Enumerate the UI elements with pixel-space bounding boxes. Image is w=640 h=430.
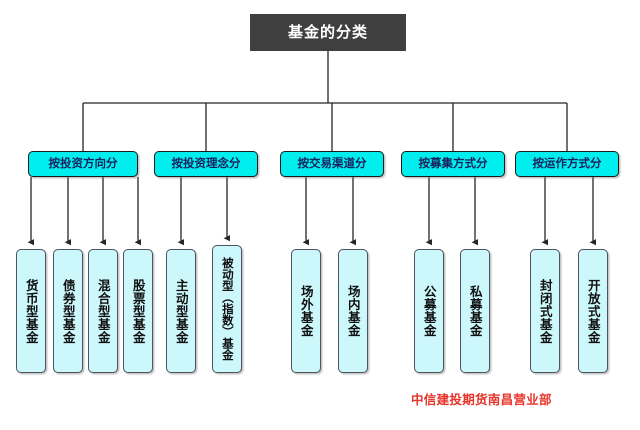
- leaf-node-2-1[interactable]: 场内基金: [338, 249, 368, 373]
- leaf-node-2-0[interactable]: 场外基金: [291, 249, 321, 373]
- category-node-2[interactable]: 按交易渠道分: [280, 151, 384, 177]
- leaf-node-label: 公募基金: [421, 285, 437, 337]
- category-node-label: 按运作方式分: [532, 156, 602, 171]
- leaf-node-1-0[interactable]: 主动型基金: [166, 249, 196, 373]
- leaf-node-0-2[interactable]: 混合型基金: [88, 249, 118, 373]
- leaf-node-label: 债券型基金: [60, 278, 76, 344]
- leaf-node-label: 混合型基金: [95, 278, 111, 344]
- category-node-label: 按交易渠道分: [297, 156, 367, 171]
- leaf-node-1-1[interactable]: 被动型（指数）基金: [212, 245, 242, 373]
- leaf-node-0-0[interactable]: 货币型基金: [16, 249, 46, 373]
- leaf-node-label: 开放式基金: [585, 278, 601, 344]
- leaf-node-label: 股票型基金: [130, 278, 146, 344]
- category-node-4[interactable]: 按运作方式分: [515, 151, 619, 177]
- category-node-label: 按募集方式分: [418, 156, 488, 171]
- watermark-text: 中信建投期货南昌营业部: [411, 392, 552, 407]
- leaf-node-4-1[interactable]: 开放式基金: [578, 249, 608, 373]
- root-node-label: 基金的分类: [287, 23, 368, 41]
- leaf-node-0-3[interactable]: 股票型基金: [123, 249, 153, 373]
- leaf-node-3-1[interactable]: 私募基金: [460, 249, 490, 373]
- leaf-node-label: 封闭式基金: [537, 278, 553, 344]
- leaf-node-0-1[interactable]: 债券型基金: [53, 249, 83, 373]
- leaf-node-label: 场内基金: [345, 285, 361, 337]
- category-node-0[interactable]: 按投资方向分: [28, 151, 138, 177]
- category-node-1[interactable]: 按投资理念分: [154, 151, 258, 177]
- leaf-node-label: 场外基金: [298, 285, 314, 337]
- category-node-label: 按投资理念分: [171, 156, 241, 171]
- root-node: 基金的分类: [250, 14, 406, 51]
- category-node-label: 按投资方向分: [48, 156, 118, 171]
- leaf-node-label: 私募基金: [467, 285, 483, 337]
- leaf-node-label: 货币型基金: [23, 278, 39, 344]
- leaf-node-label: 被动型（指数）基金: [220, 257, 235, 361]
- leaf-node-4-0[interactable]: 封闭式基金: [530, 249, 560, 373]
- category-node-3[interactable]: 按募集方式分: [401, 151, 505, 177]
- leaf-node-label: 主动型基金: [173, 278, 189, 344]
- leaf-node-3-0[interactable]: 公募基金: [414, 249, 444, 373]
